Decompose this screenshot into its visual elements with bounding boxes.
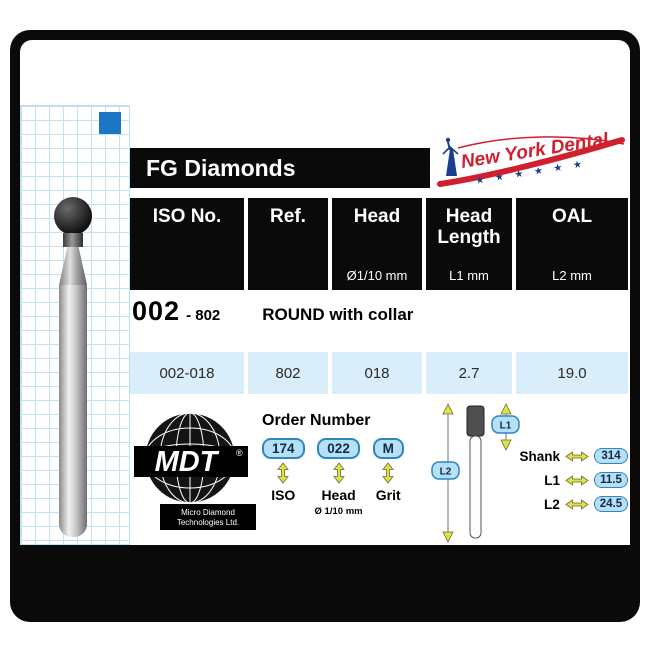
ny-dental-logo: New York Dental ★ ★ ★ ★ ★ ★ (432, 132, 628, 194)
order-head-sub: Ø 1/10 mm (314, 506, 363, 517)
dim-value-shank: 314 (594, 448, 628, 464)
product-ref: - 802 (186, 307, 221, 324)
product-code: 002 (132, 296, 181, 326)
dim-value-l2: 24.5 (593, 496, 628, 512)
column-header-head: Head Ø1/10 mm (332, 198, 422, 290)
dim-row-l2: L2 24.5 (514, 496, 628, 512)
dim-row-shank: Shank 314 (514, 448, 628, 464)
cell-oal: 19.0 (516, 352, 628, 394)
order-label-head: Head (321, 487, 356, 503)
svg-text:L1: L1 (500, 421, 512, 432)
dim-label-l1: L1 (544, 472, 560, 488)
svg-text:®: ® (236, 448, 243, 458)
svg-text:L2: L2 (440, 467, 452, 478)
bur-round-head (54, 197, 92, 235)
svg-text:Technologies Ltd.: Technologies Ltd. (177, 518, 239, 527)
product-family-line: 002 - 802 ROUND with collar (132, 296, 413, 340)
cell-head-length: 2.7 (426, 352, 512, 394)
svg-text:Micro Diamond: Micro Diamond (181, 508, 235, 517)
statue-of-liberty-icon (442, 137, 459, 176)
column-header-oal: OAL L2 mm (516, 198, 628, 290)
double-arrow-vertical-icon (277, 462, 290, 484)
order-chip-head: 022 (317, 438, 360, 459)
bur-outline (466, 405, 485, 539)
cell-head: 018 (332, 352, 422, 394)
graph-paper-panel (20, 105, 130, 545)
page-title: FG Diamonds (130, 148, 430, 188)
spec-table-header: ISO No. Ref. Head Ø1/10 mm Head Length L… (130, 198, 628, 290)
cell-ref: 802 (248, 352, 328, 394)
logo-arc (457, 136, 625, 149)
double-arrow-vertical-icon (382, 462, 395, 484)
dim-label-l2: L2 (544, 496, 560, 512)
bur-diagram: L1 L2 (418, 402, 523, 544)
bur-shank (59, 285, 87, 537)
spec-table-row: 002-018 802 018 2.7 19.0 (130, 352, 628, 394)
order-col-grit: M Grit (372, 438, 404, 517)
order-label-iso: ISO (271, 487, 296, 503)
column-header-iso: ISO No. (130, 198, 244, 290)
order-number-title: Order Number (262, 412, 371, 429)
order-label-grit: Grit (375, 487, 401, 503)
order-col-head: 022 Head Ø 1/10 mm (315, 438, 363, 517)
svg-text:MDT: MDT (155, 446, 220, 478)
dim-label-shank: Shank (519, 448, 560, 464)
double-arrow-vertical-icon (332, 462, 345, 484)
column-header-ref: Ref. (248, 198, 328, 290)
dim-row-l1: L1 11.5 (514, 472, 628, 488)
mdt-logo: MDT ® Micro Diamond Technologies Ltd. (132, 408, 258, 540)
product-name: ROUND with collar (262, 305, 414, 324)
order-col-iso: 174 ISO (262, 438, 305, 517)
double-arrow-horizontal-icon (565, 474, 589, 486)
logo-swoosh (437, 137, 625, 187)
double-arrow-horizontal-icon (565, 450, 589, 462)
bur-collar (63, 233, 83, 247)
order-number-section: Order Number 174 ISO 022 Head Ø 1/10 mm (262, 412, 420, 517)
l2-arrow-icon (442, 403, 454, 543)
mdt-wordmark: MDT ® (134, 446, 248, 478)
order-chip-iso: 174 (262, 438, 305, 459)
cell-iso-no: 002-018 (130, 352, 244, 394)
l2-badge: L2 (431, 461, 460, 480)
column-header-head-length: Head Length L1 mm (426, 198, 512, 290)
card-body: FG Diamonds New York Dental ★ ★ ★ ★ ★ ★ … (20, 40, 630, 545)
bur-neck (59, 247, 87, 285)
mdt-subtitle: Micro Diamond Technologies Ltd. (160, 504, 256, 530)
order-chip-grit: M (372, 438, 404, 459)
double-arrow-horizontal-icon (565, 498, 589, 510)
blue-square (99, 112, 121, 134)
dimension-values: Shank 314 L1 11.5 L2 24.5 (514, 448, 628, 512)
l1-badge: L1 (491, 415, 520, 434)
dim-value-l1: 11.5 (594, 472, 628, 488)
product-card: FG Diamonds New York Dental ★ ★ ★ ★ ★ ★ … (10, 30, 640, 622)
